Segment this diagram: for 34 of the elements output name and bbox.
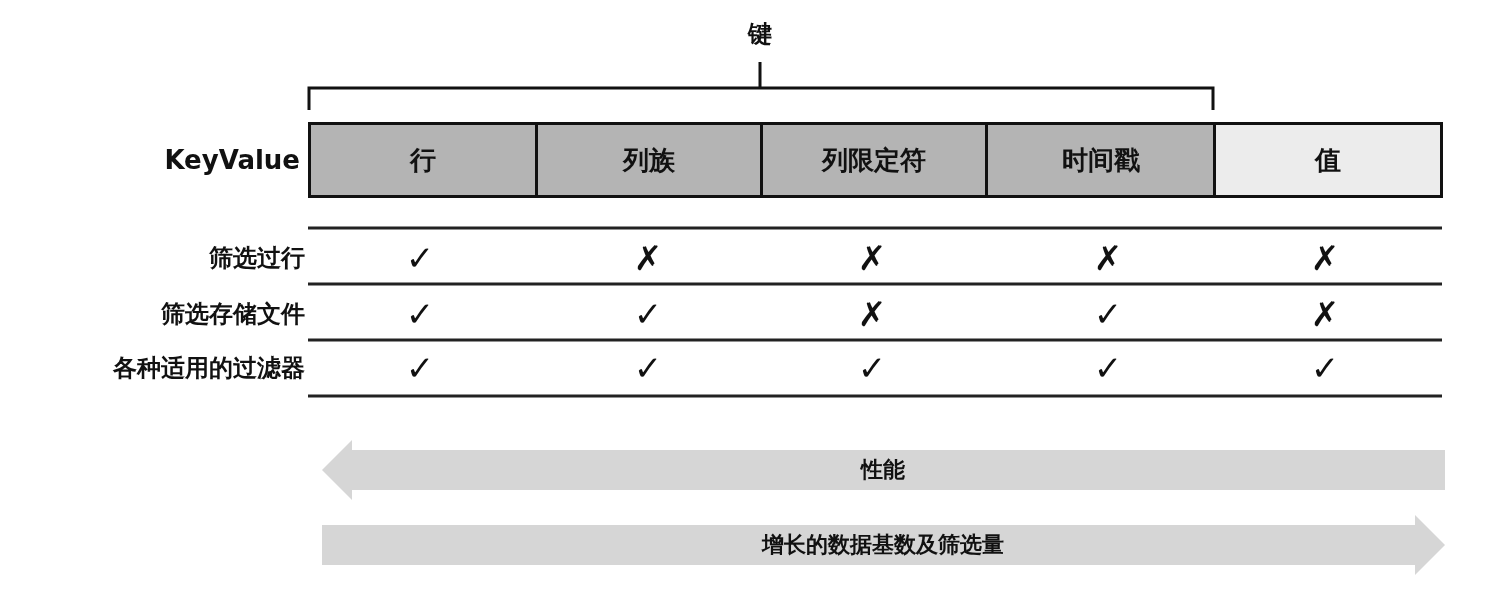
key-field-box <box>760 122 988 198</box>
field-label: 值 <box>1315 143 1341 177</box>
arrow-label: 增长的数据基数及筛选量 <box>762 531 1004 559</box>
value-field-box <box>1213 122 1443 198</box>
table-cell: ✗ <box>1310 294 1340 334</box>
table-cell: ✗ <box>857 294 887 334</box>
field-label: 行 <box>410 143 436 177</box>
row-label: 筛选存储文件 <box>161 299 305 330</box>
table-cell: ✓ <box>1093 348 1123 388</box>
row-label: 筛选过行 <box>209 243 305 274</box>
key-label: 键 <box>748 19 772 50</box>
table-cell: ✓ <box>857 348 887 388</box>
row-label: KeyValue <box>164 145 300 175</box>
row-label: 各种适用的过滤器 <box>113 353 305 384</box>
key-field-box <box>985 122 1216 198</box>
key-field-box <box>308 122 538 198</box>
table-cell: ✓ <box>405 348 435 388</box>
arrow-label: 性能 <box>861 456 905 484</box>
table-cell: ✓ <box>405 294 435 334</box>
table-cell: ✓ <box>405 238 435 278</box>
table-cell: ✓ <box>633 348 663 388</box>
key-field-box <box>535 122 763 198</box>
field-label: 时间戳 <box>1061 143 1140 177</box>
table-cell: ✓ <box>1093 294 1123 334</box>
table-cell: ✗ <box>1093 238 1123 278</box>
table-cell: ✗ <box>857 238 887 278</box>
table-cell: ✓ <box>1310 348 1340 388</box>
field-label: 列限定符 <box>822 143 926 177</box>
table-cell: ✗ <box>1310 238 1340 278</box>
table-cell: ✓ <box>633 294 663 334</box>
field-label: 列族 <box>623 143 675 177</box>
table-cell: ✗ <box>633 238 663 278</box>
direction-arrow <box>322 515 1445 575</box>
direction-arrow <box>322 440 1445 500</box>
